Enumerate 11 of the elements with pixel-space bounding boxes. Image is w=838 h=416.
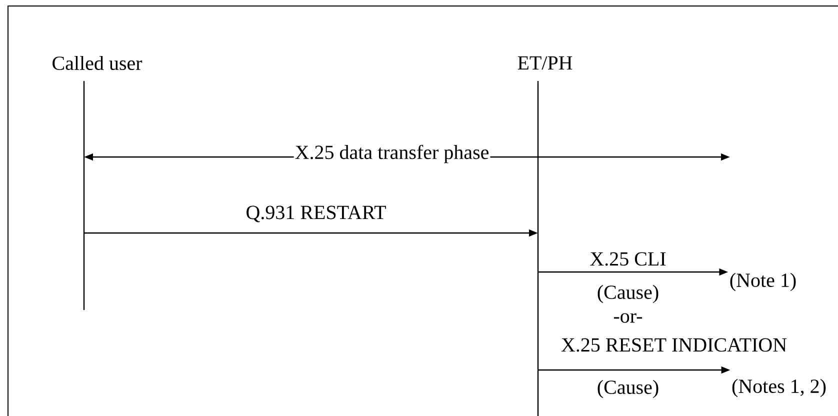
participant-label: ET/PH bbox=[518, 56, 572, 70]
edge-label: X.25 CLI bbox=[588, 251, 668, 267]
edge-label: X.25 RESET INDICATION bbox=[560, 337, 788, 353]
annotation-text: -or- bbox=[614, 313, 642, 323]
participant-label: Called user bbox=[52, 56, 142, 70]
note-label: (Notes 1, 2) bbox=[732, 378, 826, 398]
edge-label: X.25 data transfer phase bbox=[294, 144, 490, 164]
note-label: (Note 1) bbox=[730, 272, 796, 292]
annotation-text: (Cause) bbox=[598, 380, 658, 398]
edge-label: Q.931 RESTART bbox=[244, 204, 388, 224]
annotation-text: (Cause) bbox=[598, 284, 658, 304]
